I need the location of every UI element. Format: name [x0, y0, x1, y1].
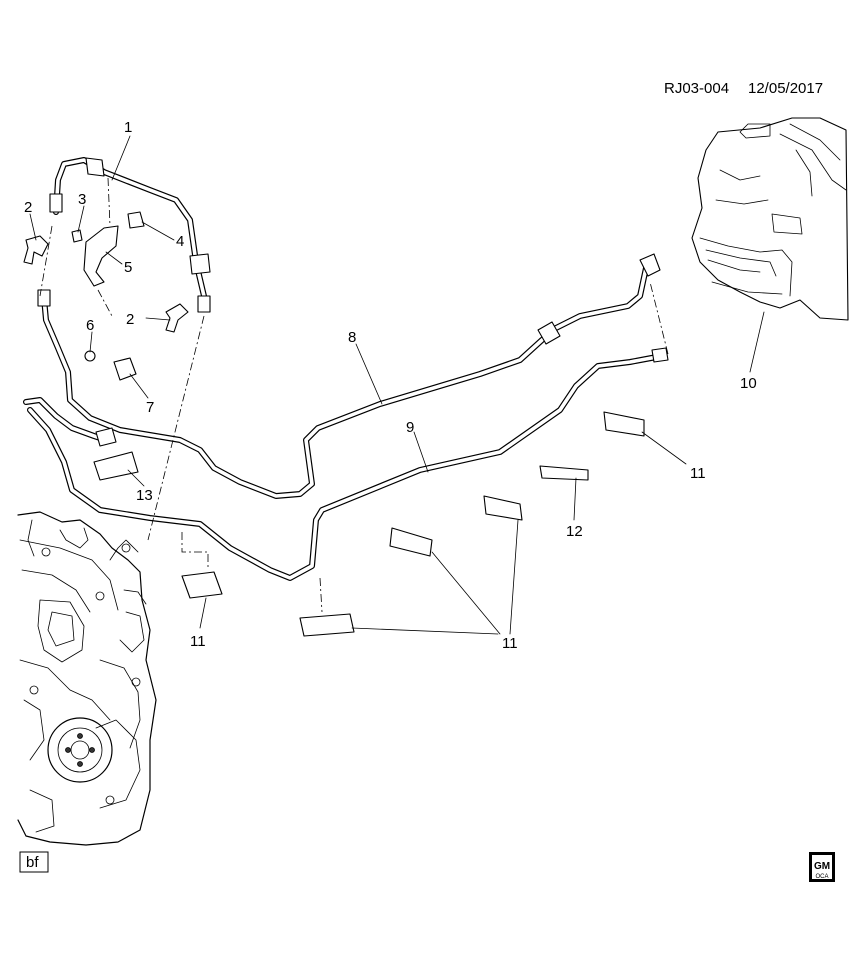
logo-text-top: GM	[814, 861, 830, 872]
engine-illustration	[17, 511, 157, 846]
section-tag-box	[19, 851, 49, 873]
bracket-5	[83, 225, 119, 287]
reference-line	[97, 289, 113, 317]
callout-11-right: 11	[690, 465, 706, 482]
callout-13: 13	[136, 487, 153, 504]
callout-11-left: 11	[190, 633, 206, 650]
clip-11-left	[181, 571, 223, 599]
reference-line	[319, 577, 323, 613]
callout-2-upper: 2	[24, 199, 32, 216]
callout-4: 4	[176, 233, 184, 250]
callout-7: 7	[146, 399, 154, 416]
callout-1: 1	[124, 119, 132, 136]
washer-6	[84, 350, 96, 362]
clip-11-right	[603, 411, 645, 437]
reference-line	[649, 281, 669, 355]
reference-line	[107, 177, 111, 227]
fuel-feed-pipe	[23, 253, 661, 499]
callout-9: 9	[406, 419, 414, 436]
reference-line	[39, 225, 53, 297]
callout-5: 5	[124, 259, 132, 276]
bracket-2-upper	[23, 235, 49, 265]
callout-8: 8	[348, 329, 356, 346]
gm-logo: GM OCA	[809, 852, 835, 882]
diagram-date: 12/05/2017	[748, 80, 823, 97]
callout-12: 12	[566, 523, 583, 540]
reference-line	[181, 532, 209, 570]
callout-10: 10	[740, 375, 757, 392]
clip-13	[93, 451, 139, 481]
leader-lines	[29, 135, 765, 635]
bracket-2-lower	[165, 303, 189, 333]
callout-3: 3	[78, 191, 86, 208]
callout-2-lower: 2	[126, 311, 134, 328]
fuel-return-pipe	[27, 347, 669, 581]
nut-3	[71, 229, 83, 243]
logo-text-bottom: OCA	[815, 874, 828, 880]
clip-11-bottom	[299, 613, 355, 637]
callout-11-center: 11	[502, 635, 518, 652]
clip-11-mid	[389, 527, 433, 557]
section-tag: bf	[26, 854, 39, 871]
callout-6: 6	[86, 317, 94, 334]
clip-4	[127, 211, 145, 229]
clip-12	[539, 465, 589, 481]
fuel-tank	[691, 117, 849, 321]
clip-11-upper	[483, 495, 523, 521]
reference-line	[147, 315, 205, 541]
diagram-code: RJ03-004	[664, 80, 729, 97]
fitting-7	[113, 357, 137, 381]
front-pipe-assembly	[37, 157, 211, 313]
